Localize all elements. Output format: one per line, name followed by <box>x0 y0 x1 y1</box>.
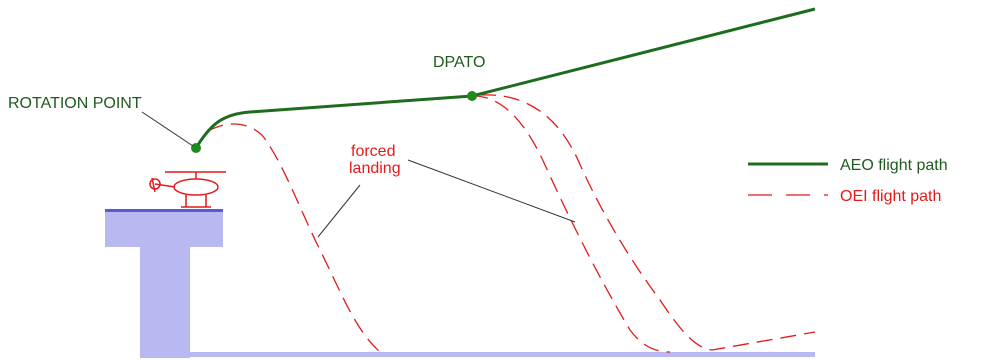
legend: AEO flight path OEI flight path <box>748 157 948 205</box>
oei-path-dpato-outer <box>479 94 816 351</box>
ground-line <box>150 352 815 357</box>
forced-landing-pointer-right <box>407 159 576 223</box>
rotation-point-label: ROTATION POINT <box>8 95 142 112</box>
oei-path-rotation <box>207 123 381 353</box>
oei-path-dpato-inner <box>471 95 671 353</box>
dpato-label: DPATO <box>433 54 485 71</box>
rotation-point-marker <box>191 143 201 153</box>
forced-landing-label-line2: landing <box>349 160 401 177</box>
helipad-platform <box>105 209 223 358</box>
helicopter-icon <box>149 171 226 208</box>
dpato-marker <box>467 91 477 101</box>
forced-landing-pointer-left <box>317 184 361 238</box>
aeo-flight-path <box>194 7 816 149</box>
rotation-point-pointer <box>141 111 194 147</box>
legend-oei-label: OEI flight path <box>840 188 941 205</box>
legend-aeo-label: AEO flight path <box>840 157 948 174</box>
forced-landing-label-line1: forced <box>351 143 395 160</box>
